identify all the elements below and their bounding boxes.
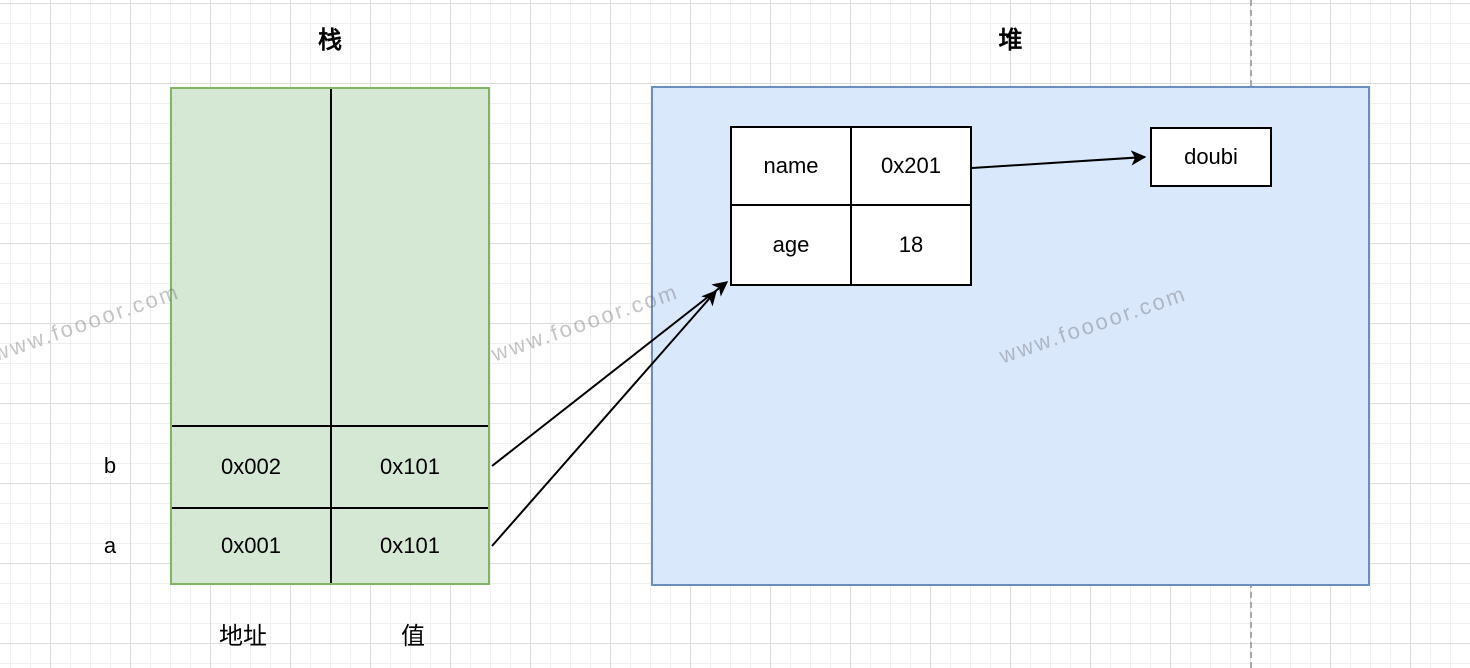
stack-column-divider: [330, 89, 332, 583]
stack-value-column-label: 值: [401, 623, 425, 650]
object-age-value-cell: 18: [898, 232, 924, 257]
object-name-value-cell: 0x201: [852, 128, 970, 206]
stack-table: 0x002 0x101 0x001 0x101: [170, 87, 490, 585]
heap-string-box: doubi: [1150, 127, 1272, 187]
stack-var-label-b: b: [103, 453, 117, 478]
watermark-text: www.foooor.com: [0, 278, 183, 367]
stack-title: 栈: [318, 27, 342, 54]
heap-title: 堆: [998, 27, 1023, 54]
stack-a-address-cell: 0x001: [221, 533, 281, 558]
stack-address-column-label: 地址: [219, 623, 267, 650]
stack-b-value-cell: 0x101: [380, 454, 440, 479]
stack-var-label-a: a: [103, 533, 117, 558]
heap-object-table: name 0x201 age 18: [730, 126, 972, 286]
object-name-field-cell: name: [732, 128, 852, 206]
stack-row-divider-top: [172, 425, 488, 427]
stack-a-value-cell: 0x101: [380, 533, 440, 558]
object-age-field-cell: age: [732, 206, 852, 284]
stack-b-address-cell: 0x002: [221, 454, 281, 479]
stack-row-divider-middle: [172, 507, 488, 509]
